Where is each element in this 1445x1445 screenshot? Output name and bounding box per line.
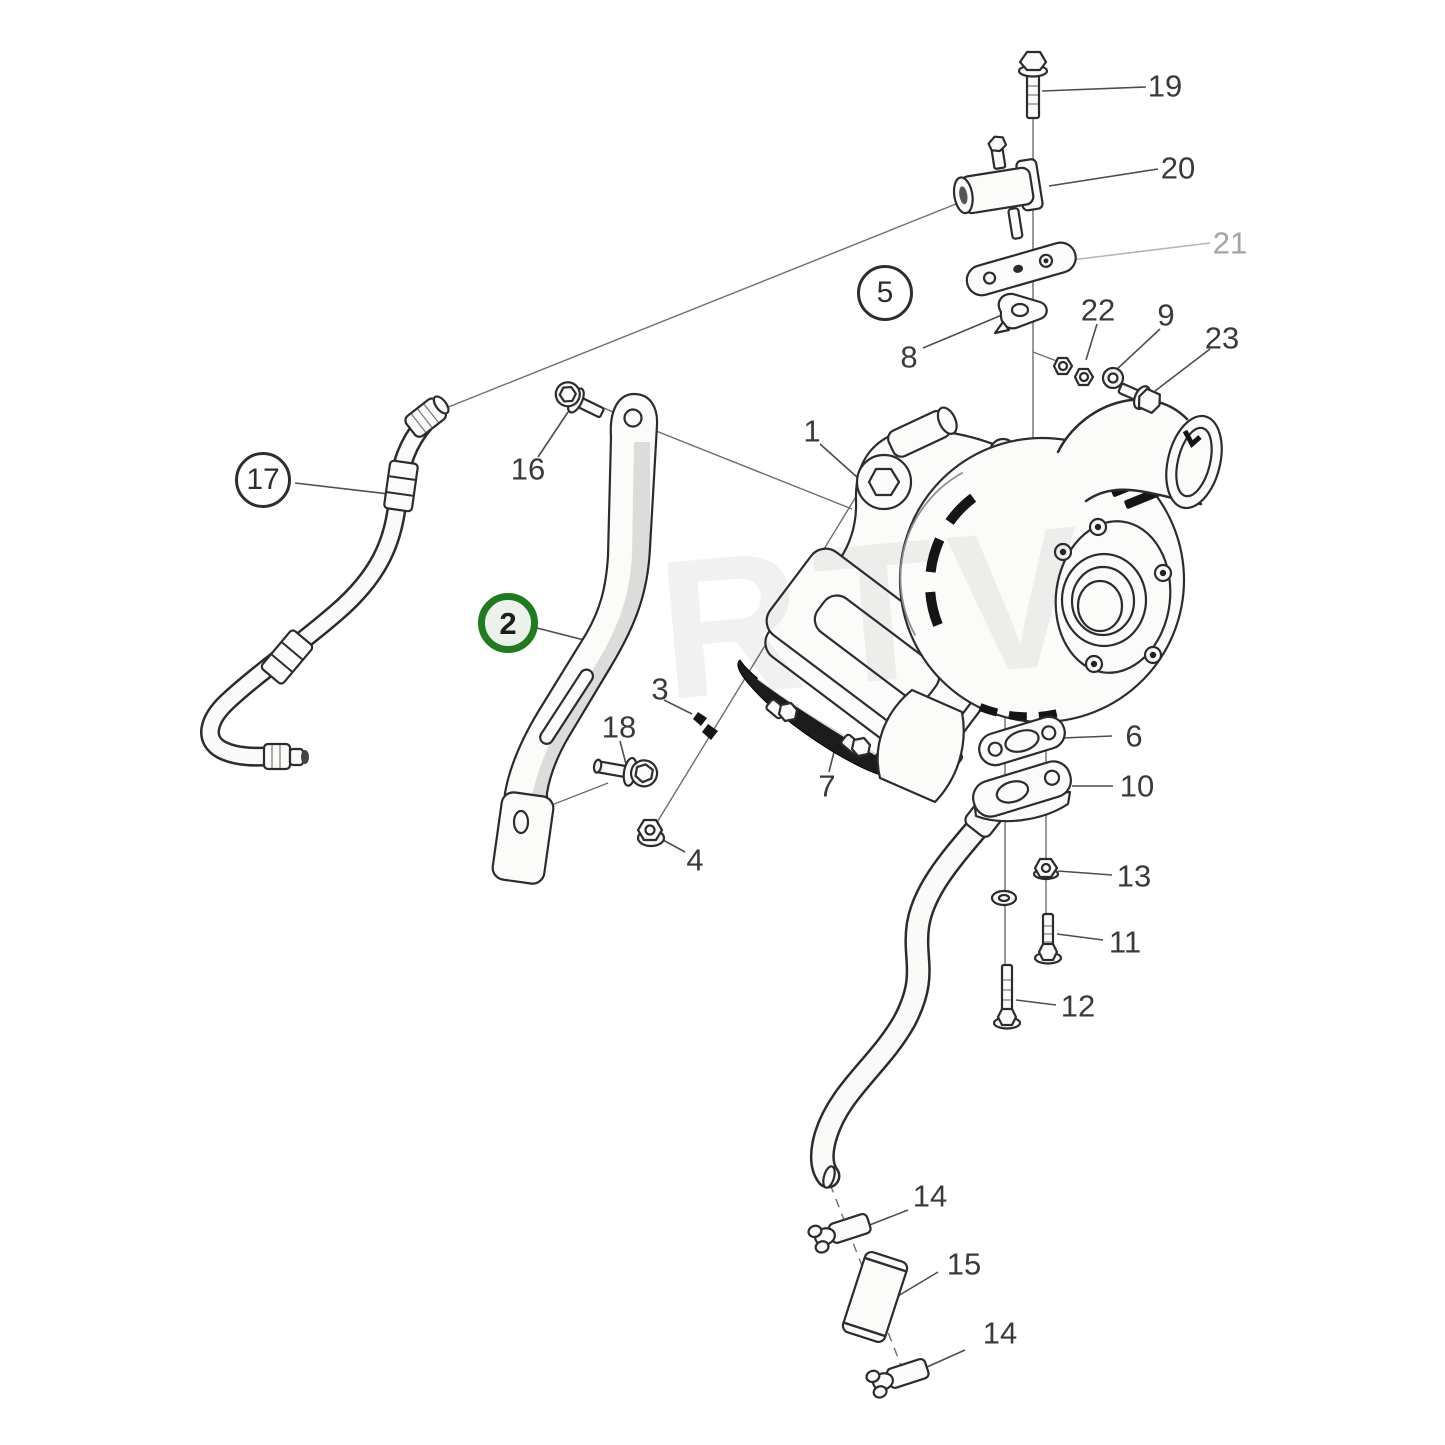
part-17-oil-pipe-drawing [200, 395, 450, 771]
callout-11[interactable]: 11 [1108, 924, 1142, 960]
callout-20[interactable]: 20 [1160, 150, 1196, 186]
part-23-bolt-drawing [1117, 382, 1161, 414]
leader-line-2 [536, 627, 589, 642]
callout-7[interactable]: 7 [818, 768, 836, 804]
leader-line-8 [922, 314, 1003, 349]
callout-12[interactable]: 12 [1060, 988, 1096, 1024]
leader-line-18 [619, 740, 627, 765]
part-12-bolt-drawing [992, 963, 1022, 1030]
part-8-clamp-drawing [993, 292, 1048, 335]
callout-1[interactable]: 1 [803, 413, 821, 449]
callout-14a[interactable]: 14 [912, 1178, 948, 1214]
part-1-turbocharger-drawing [764, 398, 1223, 804]
callout-10[interactable]: 10 [1119, 768, 1155, 804]
callout-4[interactable]: 4 [686, 842, 704, 878]
part-15-hose-drawing [841, 1250, 909, 1344]
part-9-washer-drawing [1101, 366, 1125, 390]
leader-line-17 [294, 482, 390, 495]
leader-line-11 [1056, 933, 1104, 941]
leader-line-16 [537, 411, 569, 458]
part-10-drain-flange-pipe-drawing [809, 760, 1072, 1189]
leader-line-15 [892, 1271, 939, 1300]
leader-line-20 [1048, 168, 1159, 187]
leader-line-12 [1015, 999, 1057, 1006]
part-16-bolt-drawing [554, 381, 605, 419]
part-14-hose-clamp-upper-drawing [807, 1212, 872, 1254]
leader-line-23 [1154, 348, 1211, 392]
part-21-plate-drawing [965, 241, 1077, 297]
diagram-lines [294, 86, 1211, 1372]
callout-19[interactable]: 19 [1147, 68, 1183, 104]
construction-line [425, 187, 997, 417]
part-11-bolt-drawing [1033, 912, 1063, 965]
part-2-support-bracket-drawing [491, 392, 659, 885]
callout-3[interactable]: 3 [651, 671, 669, 707]
part-7-gasket-drawing [737, 659, 901, 778]
part-14-hose-clamp-lower-drawing [865, 1357, 930, 1399]
leader-line-1 [819, 443, 859, 479]
callout-8[interactable]: 8 [900, 339, 918, 375]
leader-line-19 [1041, 86, 1147, 92]
part-18-bolt-drawing [592, 756, 659, 788]
leader-line-9 [1114, 328, 1161, 372]
leader-line-4 [662, 839, 686, 853]
pipe-end-fitting [262, 742, 309, 771]
callout-6[interactable]: 6 [1125, 718, 1143, 754]
callout-2[interactable]: 2 [478, 593, 538, 653]
leader-line-22 [1085, 323, 1098, 361]
leader-line-3 [663, 699, 693, 715]
callout-14b[interactable]: 14 [982, 1315, 1018, 1351]
callout-21[interactable]: 21 [1212, 225, 1248, 261]
leader-line-6 [1061, 735, 1113, 739]
leader-line-13 [1057, 870, 1113, 876]
leader-line-21 [1062, 242, 1211, 262]
part-6-gasket-drawing [978, 715, 1066, 767]
callout-15[interactable]: 15 [946, 1246, 982, 1282]
part-22-nuts-drawing [1052, 356, 1095, 387]
callout-18[interactable]: 18 [601, 709, 637, 745]
part-3-stud-drawing [693, 712, 718, 740]
pipe-sleeve-lower [260, 629, 314, 685]
part-13-nut-drawing [1032, 857, 1060, 881]
callout-22[interactable]: 22 [1080, 292, 1116, 328]
callout-16[interactable]: 16 [510, 451, 546, 487]
callout-5[interactable]: 5 [857, 265, 913, 321]
construction-line [543, 782, 609, 809]
part-20-clamp-fitting-drawing [952, 135, 1044, 240]
pipe-elbow-fitting [404, 395, 450, 438]
construction-line [635, 422, 853, 510]
callout-13[interactable]: 13 [1116, 858, 1152, 894]
callout-17[interactable]: 17 [235, 452, 291, 508]
part-19-bolt-drawing [1017, 50, 1049, 120]
part-4-nut-drawing [636, 818, 666, 848]
callout-23[interactable]: 23 [1204, 320, 1240, 356]
callout-9[interactable]: 9 [1157, 297, 1175, 333]
pipe-sleeve-upper [383, 459, 419, 513]
washer-drawing [990, 889, 1018, 907]
